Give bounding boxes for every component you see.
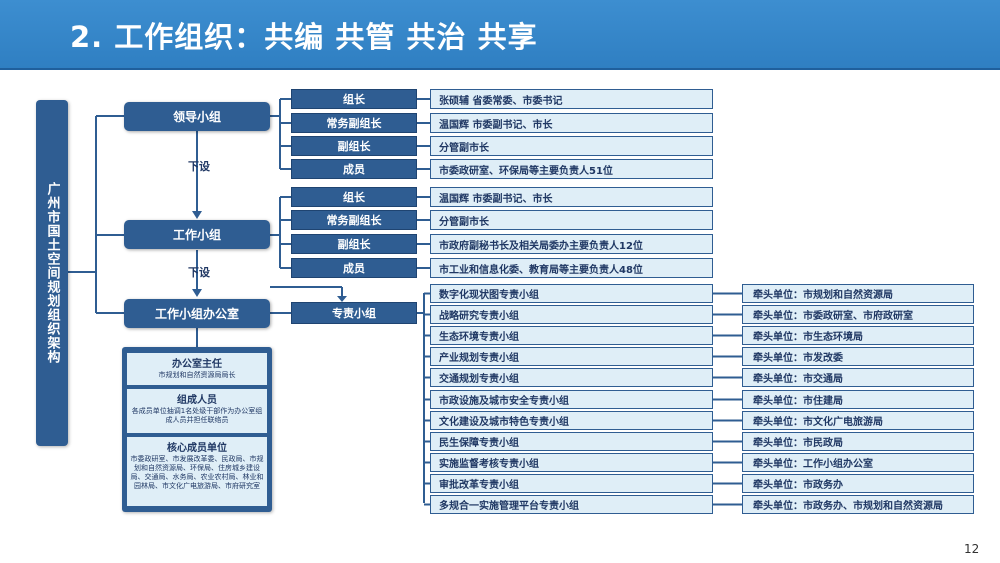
special-group-lead: 牵头单位：市文化广电旅游局	[742, 411, 974, 430]
title-bar: 2. 工作组织：共编 共管 共治 共享	[0, 0, 1000, 70]
work-person-1: 温国辉 市委副书记、市长	[430, 187, 713, 207]
leader-person-1: 张硕辅 省委常委、市委书记	[430, 89, 713, 109]
leader-person-4: 市委政研室、环保局等主要负责人51位	[430, 159, 713, 179]
leader-role-2: 常务副组长	[291, 113, 417, 133]
special-group-name: 民生保障专责小组	[430, 432, 713, 451]
leader-role-4: 成员	[291, 159, 417, 179]
work-role-1: 组长	[291, 187, 417, 207]
leader-person-2: 温国辉 市委副书记、市长	[430, 113, 713, 133]
office-director-box: 办公室主任 市规划和自然资源局局长	[127, 353, 267, 385]
special-group-name: 文化建设及城市特色专责小组	[430, 411, 713, 430]
special-group-lead: 牵头单位：市政务办	[742, 474, 974, 493]
special-group-name: 产业规划专责小组	[430, 347, 713, 366]
work-role-4: 成员	[291, 258, 417, 278]
work-role-3: 副组长	[291, 234, 417, 254]
page-title: 2. 工作组织：共编 共管 共治 共享	[70, 20, 538, 54]
office-core-desc: 市委政研室、市发展改革委、民政局、市规划和自然资源局、环保局、住房城乡建设局、交…	[130, 455, 264, 490]
office-members-desc: 各成员单位抽调1名处级干部作为办公室组成人员并担任联络员	[131, 407, 263, 424]
leader-role-3: 副组长	[291, 136, 417, 156]
special-group-name: 多规合一实施管理平台专责小组	[430, 495, 713, 514]
special-group-lead: 牵头单位：市民政局	[742, 432, 974, 451]
leader-role-1: 组长	[291, 89, 417, 109]
special-group-name: 审批改革专责小组	[430, 474, 713, 493]
work-person-3: 市政府副秘书长及相关局委办主要负责人12位	[430, 234, 713, 254]
office-director-title: 办公室主任	[172, 359, 222, 370]
leader-person-3: 分管副市长	[430, 136, 713, 156]
work-person-4: 市工业和信息化委、教育局等主要负责人48位	[430, 258, 713, 278]
work-role-2: 常务副组长	[291, 210, 417, 230]
page-number: 12	[964, 542, 980, 556]
office-box: 工作小组办公室	[124, 299, 270, 328]
special-group-lead: 牵头单位：市规划和自然资源局	[742, 284, 974, 303]
special-group-name: 市政设施及城市安全专责小组	[430, 390, 713, 409]
down-label-1: 下设	[188, 160, 210, 173]
special-group-name: 实施监督考核专责小组	[430, 453, 713, 472]
special-group-lead: 牵头单位：市生态环境局	[742, 326, 974, 345]
side-label: 广州市国土空间规划组织架构	[36, 100, 68, 446]
down-label-2: 下设	[188, 266, 210, 279]
special-group-name: 数字化现状图专责小组	[430, 284, 713, 303]
special-group-lead: 牵头单位：市政务办、市规划和自然资源局	[742, 495, 974, 514]
office-director-desc: 市规划和自然资源局局长	[158, 371, 236, 379]
office-members-title: 组成人员	[177, 395, 217, 406]
office-members-box: 组成人员 各成员单位抽调1名处级干部作为办公室组成人员并担任联络员	[127, 389, 267, 433]
special-group-box: 专责小组	[291, 302, 417, 324]
leader-group-box: 领导小组	[124, 102, 270, 131]
work-group-box: 工作小组	[124, 220, 270, 249]
office-core-box: 核心成员单位 市委政研室、市发展改革委、民政局、市规划和自然资源局、环保局、住房…	[127, 437, 267, 506]
special-group-name: 生态环境专责小组	[430, 326, 713, 345]
special-group-name: 交通规划专责小组	[430, 368, 713, 387]
office-detail-panel: 办公室主任 市规划和自然资源局局长 组成人员 各成员单位抽调1名处级干部作为办公…	[122, 347, 272, 512]
work-person-2: 分管副市长	[430, 210, 713, 230]
special-group-name: 战略研究专责小组	[430, 305, 713, 324]
special-group-lead: 牵头单位：市住建局	[742, 390, 974, 409]
office-core-title: 核心成员单位	[167, 443, 227, 454]
special-group-lead: 牵头单位：市委政研室、市府政研室	[742, 305, 974, 324]
special-group-lead: 牵头单位：市发改委	[742, 347, 974, 366]
special-group-lead: 牵头单位：工作小组办公室	[742, 453, 974, 472]
special-group-lead: 牵头单位：市交通局	[742, 368, 974, 387]
